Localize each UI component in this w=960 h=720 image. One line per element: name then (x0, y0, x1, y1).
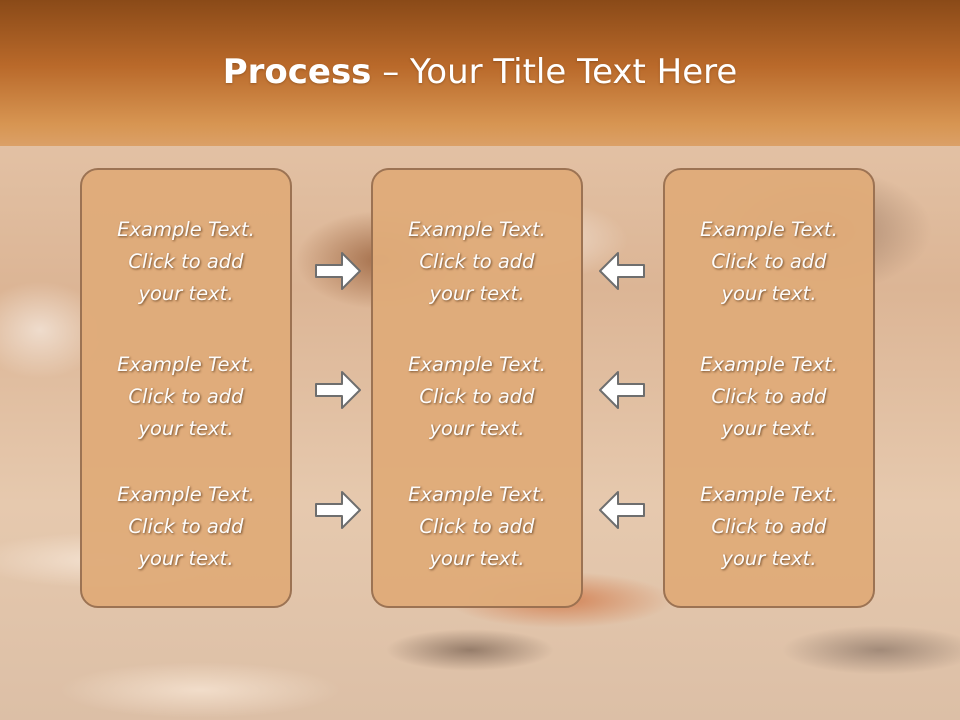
left-item-1[interactable]: Example Text. Click to add your text. (82, 214, 290, 310)
item-line: your text. (138, 547, 234, 570)
title-bold: Process (222, 52, 372, 92)
center-item-2[interactable]: Example Text. Click to add your text. (373, 349, 581, 445)
right-item-2[interactable]: Example Text. Click to add your text. (665, 349, 873, 445)
item-line: Example Text. (408, 218, 546, 241)
item-line: Click to add (128, 250, 244, 273)
item-line: your text. (721, 282, 817, 305)
center-item-1[interactable]: Example Text. Click to add your text. (373, 214, 581, 310)
item-line: Example Text. (408, 353, 546, 376)
right-item-3[interactable]: Example Text. Click to add your text. (665, 479, 873, 575)
item-line: Example Text. (117, 353, 255, 376)
slide-title[interactable]: Process – Your Title Text Here (0, 52, 960, 92)
left-text-box[interactable]: Example Text. Click to add your text. Ex… (80, 168, 292, 608)
arrow-right-icon (315, 252, 361, 290)
item-line: your text. (721, 417, 817, 440)
item-line: Example Text. (117, 218, 255, 241)
title-text: – Your Title Text Here (371, 52, 738, 92)
item-line: your text. (429, 282, 525, 305)
center-text-box[interactable]: Example Text. Click to add your text. Ex… (371, 168, 583, 608)
item-line: Example Text. (700, 483, 838, 506)
arrow-left-icon (599, 491, 645, 529)
item-line: Click to add (711, 250, 827, 273)
item-line: Click to add (419, 515, 535, 538)
item-line: your text. (138, 417, 234, 440)
item-line: Click to add (711, 515, 827, 538)
arrow-right-icon (315, 371, 361, 409)
item-line: your text. (721, 547, 817, 570)
title-bar: Process – Your Title Text Here (0, 0, 960, 146)
item-line: your text. (138, 282, 234, 305)
right-item-1[interactable]: Example Text. Click to add your text. (665, 214, 873, 310)
item-line: Click to add (711, 385, 827, 408)
item-line: Example Text. (117, 483, 255, 506)
left-item-3[interactable]: Example Text. Click to add your text. (82, 479, 290, 575)
item-line: Click to add (128, 515, 244, 538)
item-line: Example Text. (408, 483, 546, 506)
right-text-box[interactable]: Example Text. Click to add your text. Ex… (663, 168, 875, 608)
item-line: Click to add (128, 385, 244, 408)
left-item-2[interactable]: Example Text. Click to add your text. (82, 349, 290, 445)
item-line: your text. (429, 417, 525, 440)
item-line: Example Text. (700, 218, 838, 241)
item-line: Click to add (419, 250, 535, 273)
item-line: your text. (429, 547, 525, 570)
arrow-left-icon (599, 371, 645, 409)
center-item-3[interactable]: Example Text. Click to add your text. (373, 479, 581, 575)
item-line: Click to add (419, 385, 535, 408)
arrow-right-icon (315, 491, 361, 529)
arrow-left-icon (599, 252, 645, 290)
item-line: Example Text. (700, 353, 838, 376)
